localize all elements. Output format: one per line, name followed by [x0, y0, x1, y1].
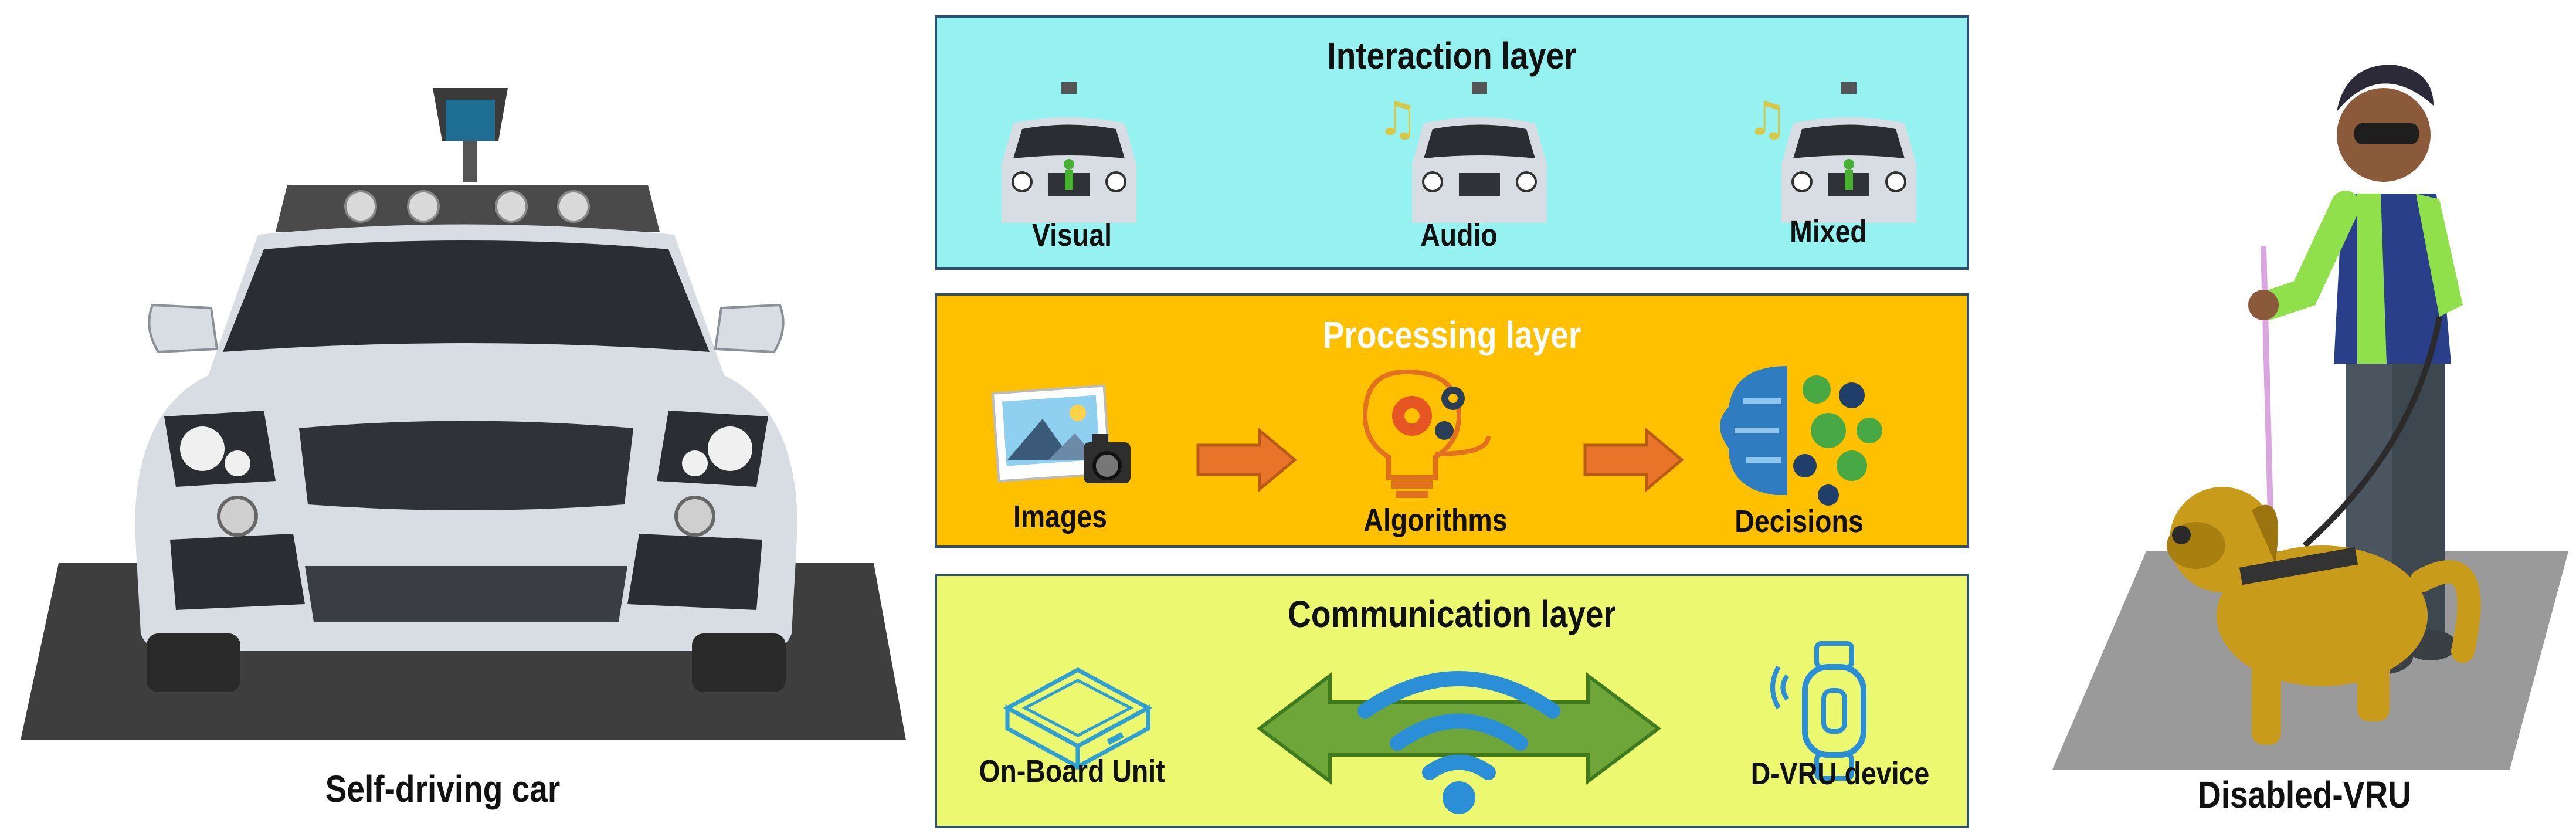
audio-car-icon: ♫: [1377, 82, 1547, 223]
self-driving-car-caption: Self-driving car: [325, 768, 561, 810]
audio-label: Audio: [1420, 218, 1498, 253]
images-label: Images: [1013, 499, 1108, 534]
communication-layer-title: Communication layer: [1288, 593, 1616, 635]
right-arrow-icon: [1583, 427, 1684, 493]
algorithms-label: Algorithms: [1363, 503, 1508, 538]
visual-car-icon: [1002, 82, 1136, 223]
svg-text:♫: ♫: [1746, 92, 1788, 146]
d-vru-device-label: D-VRU device: [1750, 756, 1930, 791]
images-icon: [991, 384, 1131, 483]
interaction-layer-panel: Interaction layer ♫ ♫ Visual Audio Mixed: [935, 15, 1969, 270]
communication-layer-panel: Communication layer On-Board Unit D-VRU …: [935, 574, 1969, 828]
wireless-signal-icon: [1357, 671, 1560, 814]
smartwatch-icon: [1770, 641, 1866, 781]
svg-text:♫: ♫: [1377, 92, 1419, 146]
mixed-car-icon: ♫: [1746, 82, 1916, 223]
right-arrow-icon: [1196, 427, 1297, 493]
on-board-unit-label: On-Board Unit: [979, 754, 1165, 789]
self-driving-car-icon: [21, 88, 906, 740]
decisions-icon: [1720, 366, 1882, 506]
processing-layer-title: Processing layer: [1322, 314, 1581, 356]
processing-layer-panel: Processing layer: [935, 293, 1969, 548]
disabled-vru-section: Disabled-VRU: [2029, 0, 2576, 837]
disabled-vru-caption: Disabled-VRU: [2198, 774, 2411, 816]
algorithms-icon: [1362, 369, 1491, 498]
visual-label: Visual: [1032, 218, 1112, 253]
on-board-unit-icon: [1003, 667, 1153, 770]
mixed-label: Mixed: [1790, 214, 1867, 249]
self-driving-car-section: Self-driving car: [0, 0, 926, 837]
disabled-vru-icon: [2052, 65, 2568, 770]
decisions-label: Decisions: [1735, 504, 1864, 539]
interaction-layer-title: Interaction layer: [1327, 35, 1577, 77]
